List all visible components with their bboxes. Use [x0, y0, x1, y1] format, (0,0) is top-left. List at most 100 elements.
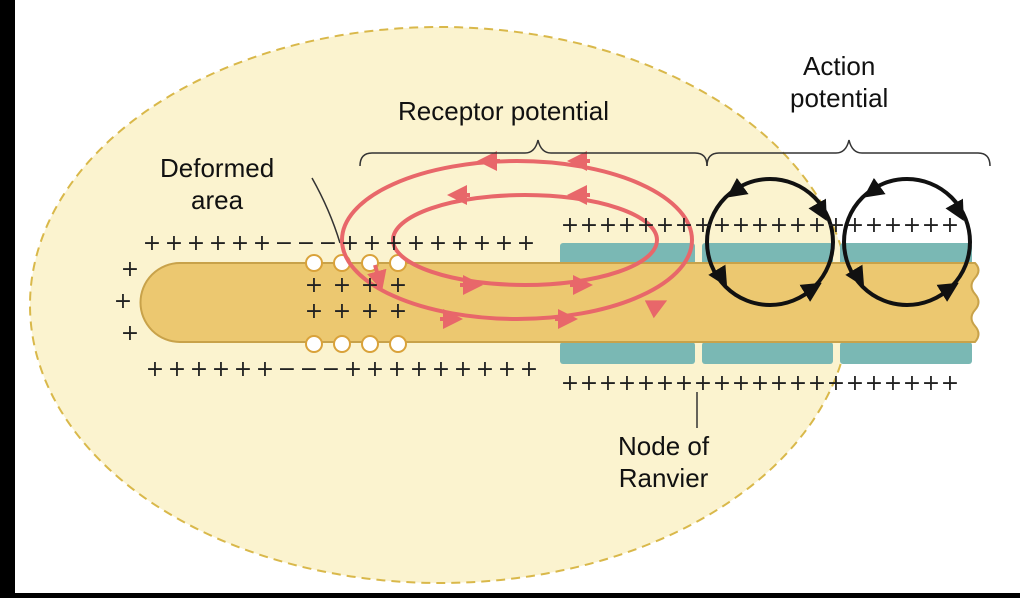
nerve-fiber: [139, 262, 980, 343]
charge-sign: +: [454, 357, 472, 382]
charge-sign: +: [407, 231, 425, 256]
charge-sign: +: [333, 299, 351, 324]
charge-sign: +: [495, 231, 513, 256]
charge-sign: +: [333, 273, 351, 298]
charge-sign: +: [363, 231, 381, 256]
charge-sign: +: [473, 231, 491, 256]
deformed-area-label-line2: area: [191, 185, 244, 215]
charge-sign: +: [846, 213, 864, 238]
charge-sign: +: [865, 213, 883, 238]
action-potential-bracket: [706, 139, 991, 167]
charge-sign: +: [846, 371, 864, 396]
charge-sign: +: [429, 231, 447, 256]
deformed-area-label-line1: Deformed: [160, 153, 275, 183]
charge-sign: +: [410, 357, 428, 382]
charge-sign: +: [146, 357, 164, 382]
charge-sign: +: [389, 273, 407, 298]
action-loop-1: [705, 177, 835, 307]
charge-sign: +: [366, 357, 384, 382]
action-current-loops: [705, 177, 972, 307]
charge-sign: +: [451, 231, 469, 256]
charge-sign: +: [865, 371, 883, 396]
charge-sign: +: [253, 231, 271, 256]
charge-sign: +: [234, 357, 252, 382]
charge-sign: +: [121, 321, 139, 346]
charge-sign: +: [389, 299, 407, 324]
node-of-ranvier-label: Node of Ranvier: [618, 430, 709, 494]
charge-sign: +: [187, 231, 205, 256]
charge-sign: +: [476, 357, 494, 382]
charge-sign: +: [808, 213, 826, 238]
charge-sign: +: [694, 371, 712, 396]
charge-sign: +: [517, 231, 535, 256]
charge-sign: +: [385, 231, 403, 256]
node-of-ranvier-label-line2: Ranvier: [618, 463, 709, 493]
charge-sign: +: [305, 273, 323, 298]
myelin-segment: [840, 342, 972, 364]
charge-sign: −: [300, 357, 318, 382]
charge-sign: +: [675, 213, 693, 238]
charge-sign: +: [789, 371, 807, 396]
receptor-potential-label: Receptor potential: [398, 96, 610, 126]
charge-sign: +: [520, 357, 538, 382]
charge-sign: +: [751, 371, 769, 396]
membrane-charges: ++++++−−−+++++++++++++++++++++++++++++++…: [114, 213, 959, 396]
charge-sign: +: [580, 213, 598, 238]
charge-sign: +: [732, 213, 750, 238]
myelin-sheaths: [560, 243, 972, 364]
charge-sign: +: [618, 213, 636, 238]
charge-sign: +: [361, 273, 379, 298]
charge-sign: +: [256, 357, 274, 382]
charge-sign: +: [212, 357, 230, 382]
charge-sign: +: [713, 371, 731, 396]
myelin-segment: [702, 342, 833, 364]
charge-sign: +: [498, 357, 516, 382]
charge-sign: +: [231, 231, 249, 256]
charge-sign: +: [599, 213, 617, 238]
charge-sign: +: [580, 371, 598, 396]
charge-sign: +: [209, 231, 227, 256]
action-potential-label: Action potential: [790, 50, 888, 114]
charge-sign: +: [305, 299, 323, 324]
charge-sign: +: [361, 299, 379, 324]
charge-sign: +: [922, 213, 940, 238]
charge-sign: +: [165, 231, 183, 256]
charge-sign: +: [637, 213, 655, 238]
charge-sign: +: [656, 213, 674, 238]
node-of-ranvier-label-line1: Node of: [618, 431, 710, 461]
charge-sign: −: [319, 231, 337, 256]
charge-sign: +: [190, 357, 208, 382]
charge-sign: +: [432, 357, 450, 382]
charge-sign: +: [941, 371, 959, 396]
charge-sign: +: [168, 357, 186, 382]
action-potential-label-line2: potential: [790, 83, 889, 113]
charge-sign: +: [599, 371, 617, 396]
charge-sign: +: [903, 371, 921, 396]
charge-sign: +: [143, 231, 161, 256]
charge-sign: +: [561, 371, 579, 396]
deformed-pointer-line: [311, 177, 341, 244]
charge-sign: +: [341, 231, 359, 256]
myelin-segment: [840, 243, 972, 265]
charge-sign: +: [561, 213, 579, 238]
charge-sign: +: [121, 257, 139, 282]
charge-sign: +: [789, 213, 807, 238]
myelin-segment: [560, 342, 695, 364]
charge-sign: +: [656, 371, 674, 396]
charge-sign: +: [903, 213, 921, 238]
charge-sign: +: [884, 371, 902, 396]
charge-sign: +: [751, 213, 769, 238]
charge-sign: +: [694, 213, 712, 238]
charge-sign: +: [770, 213, 788, 238]
receptor-current-loops: [340, 151, 694, 329]
charge-sign: +: [732, 371, 750, 396]
charge-sign: +: [713, 213, 731, 238]
myelin-segment: [560, 243, 695, 265]
charge-sign: −: [297, 231, 315, 256]
charge-sign: +: [770, 371, 788, 396]
charge-sign: +: [114, 289, 132, 314]
charge-sign: +: [675, 371, 693, 396]
charge-sign: −: [322, 357, 340, 382]
